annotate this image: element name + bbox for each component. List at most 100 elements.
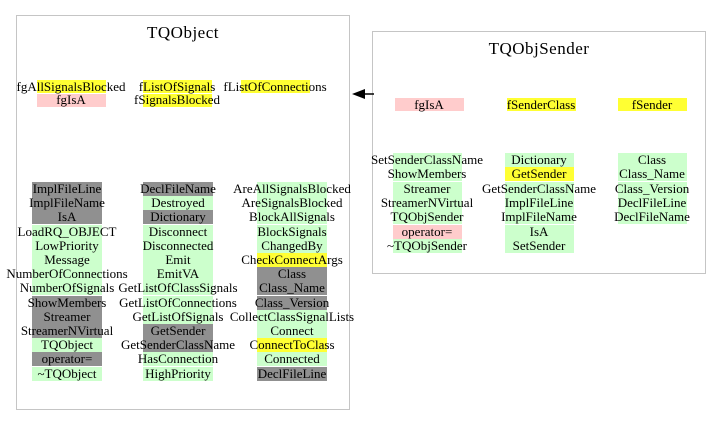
method-cell[interactable]: GetListOfConnections (119, 295, 237, 310)
cell-label: Connect (270, 323, 314, 338)
cell-label: NumberOfSignals (19, 280, 115, 296)
cell-label: GetSenderClassName (120, 337, 236, 353)
method-cell[interactable]: Class_Name (257, 280, 327, 296)
method-cell[interactable]: Class_Name (617, 166, 687, 182)
method-cell[interactable]: Class (257, 266, 327, 282)
member-cell[interactable]: fListOfSignals (139, 79, 215, 93)
cell-label: SetSenderClassName (371, 152, 483, 167)
method-cell[interactable]: DeclFileLine (257, 365, 327, 381)
cell-label: Streamer (43, 308, 91, 324)
method-cell[interactable]: CheckConnectArgs (241, 253, 343, 267)
cell-label: GetSenderClassName (481, 180, 597, 196)
cell-label: Dictionary (511, 152, 567, 167)
method-cell[interactable]: TQObjSender (390, 209, 464, 225)
method-cell[interactable]: ImplFileLine (32, 182, 102, 196)
member-cell[interactable]: fListOfConnections (223, 79, 327, 93)
method-cell[interactable]: Class (617, 152, 687, 167)
method-cell[interactable]: ImplFileName (29, 196, 105, 211)
method-cell[interactable]: GetListOfSignals (133, 309, 224, 324)
member-cell[interactable]: fgAllSignalsBlocked (16, 79, 126, 93)
method-cell[interactable]: Destroyed (143, 196, 213, 211)
method-cell[interactable]: ~TQObject (32, 366, 102, 381)
method-cell[interactable]: Class_Version (254, 294, 330, 310)
method-cell[interactable]: CollectClassSignalLists (230, 309, 354, 324)
method-cell[interactable]: Connect (257, 324, 327, 338)
method-cell[interactable]: HasConnection (138, 352, 218, 367)
cell-label: DeclFileName (140, 181, 216, 196)
method-cell[interactable]: Dictionary (143, 210, 213, 225)
method-cell[interactable]: GetSender (143, 324, 213, 338)
method-cell[interactable]: IsA (504, 224, 574, 239)
method-cell[interactable]: DeclFileName (140, 181, 216, 196)
cell-label: operator= (401, 223, 453, 239)
method-cell[interactable]: Class_Version (615, 181, 689, 196)
cell-label: NumberOfConnections (6, 266, 128, 282)
method-cell[interactable]: Dictionary (504, 152, 574, 167)
method-cell[interactable]: LowPriority (32, 238, 102, 253)
cell-label: Emit (165, 252, 191, 267)
class-title: TQObject (147, 23, 219, 42)
relation-arrow-head-icon (352, 89, 365, 99)
method-cell[interactable]: Disconnected (143, 238, 213, 253)
method-cell[interactable]: ImplFileName (501, 210, 577, 225)
member-cell[interactable]: fSender (617, 97, 687, 111)
method-cell[interactable]: ShowMembers (28, 295, 106, 310)
method-cell[interactable]: StreamerNVirtual (381, 195, 473, 210)
method-cell[interactable]: operator= (392, 223, 462, 239)
cell-label: operator= (41, 351, 93, 367)
cell-label: fListOfConnections (223, 78, 327, 94)
cell-label: GetListOfSignals (132, 308, 224, 324)
method-cell[interactable]: NumberOfConnections (6, 267, 128, 282)
cell-label: StreamerNVirtual (380, 194, 474, 210)
method-cell[interactable]: BlockAllSignals (249, 210, 335, 225)
cell-label: GetSender (150, 323, 206, 338)
cell-label: DeclFileLine (257, 365, 327, 381)
method-cell[interactable]: TQObject (32, 337, 102, 353)
method-cell[interactable]: AreAllSignalsBlocked (233, 182, 351, 196)
method-cell[interactable]: Emit (143, 253, 213, 267)
cell-label: Class (637, 152, 667, 167)
method-cell[interactable]: GetSender (504, 167, 574, 182)
method-cell[interactable]: Connected (257, 352, 327, 367)
method-cell[interactable]: EmitVA (143, 267, 213, 282)
method-cell[interactable]: BlockSignals (257, 224, 327, 239)
cell-label: Class_Name (259, 280, 325, 296)
method-cell[interactable]: SetSenderClassName (371, 153, 483, 167)
method-cell[interactable]: IsA (32, 209, 102, 225)
cell-label: Class_Name (619, 166, 685, 182)
method-cell[interactable]: Disconnect (143, 224, 213, 239)
method-cell[interactable]: GetSenderClassName (482, 181, 596, 196)
method-cell[interactable]: AreSignalsBlocked (241, 196, 343, 211)
cell-label: CheckConnectArgs (241, 252, 343, 267)
cell-label: TQObject (41, 337, 93, 353)
method-cell[interactable]: DeclFileName (614, 210, 690, 225)
cell-label: HasConnection (137, 351, 219, 367)
method-cell[interactable]: ~TQObjSender (387, 238, 467, 253)
method-cell[interactable]: DeclFileLine (617, 195, 687, 210)
method-cell[interactable]: Streamer (392, 181, 462, 196)
method-cell[interactable]: ChangedBy (257, 238, 327, 253)
method-cell[interactable]: GetSenderClassName (121, 338, 235, 353)
cell-label: IsA (57, 209, 77, 225)
method-cell[interactable]: Message (32, 253, 102, 267)
cell-label: Class_Version (254, 294, 330, 310)
cell-label: CollectClassSignalLists (229, 308, 355, 324)
cell-label: Class (277, 266, 307, 282)
member-cell[interactable]: fgIsA (36, 93, 106, 107)
method-cell[interactable]: GetListOfClassSignals (118, 281, 238, 296)
member-cell[interactable]: fgIsA (394, 97, 464, 111)
member-cell[interactable]: fSignalsBlocked (134, 93, 220, 107)
method-cell[interactable]: ShowMembers (388, 167, 466, 182)
method-cell[interactable]: operator= (32, 351, 102, 367)
method-cell[interactable]: StreamerNVirtual (21, 324, 113, 338)
cell-label: TQObjSender (390, 209, 464, 225)
method-cell[interactable]: ImplFileLine (504, 195, 574, 210)
method-cell[interactable]: Streamer (32, 308, 102, 324)
method-cell[interactable]: ConnectToClass (249, 338, 335, 353)
method-cell[interactable]: SetSender (504, 238, 574, 253)
member-cell[interactable]: fSenderClass (506, 97, 576, 111)
method-cell[interactable]: HighPriority (143, 366, 213, 381)
cell-label: ShowMembers (387, 166, 467, 182)
method-cell[interactable]: NumberOfSignals (20, 281, 114, 296)
method-cell[interactable]: LoadRQ_OBJECT (18, 224, 116, 239)
